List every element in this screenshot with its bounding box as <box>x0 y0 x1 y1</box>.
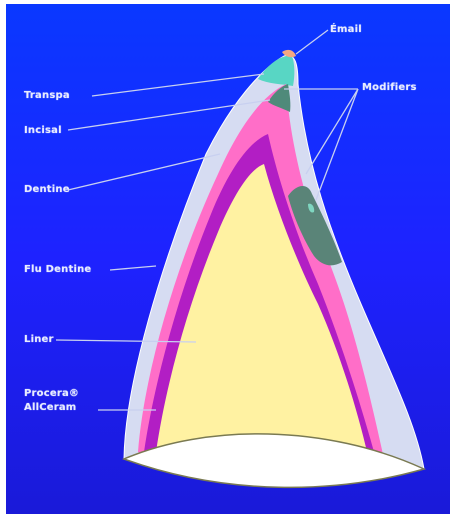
label-allceram: AllCeram <box>24 402 76 413</box>
label-flu-dentine: Flu Dentine <box>24 264 91 275</box>
tooth-illustration <box>6 4 450 514</box>
label-enamel: Émail <box>330 24 362 35</box>
leader-transpa <box>92 74 264 96</box>
leader-enamel <box>296 30 328 54</box>
label-transpa: Transpa <box>24 90 70 101</box>
label-liner: Liner <box>24 334 54 345</box>
leader-modifiers-2 <box>306 89 358 174</box>
label-incisal: Incisal <box>24 125 62 136</box>
label-dentine: Dentine <box>24 184 70 195</box>
leader-flu-dentine <box>110 266 156 270</box>
label-modifiers: Modifiers <box>362 82 417 93</box>
tooth-cross-section-diagram: Émail Transpa Incisal Dentine Modifiers … <box>6 4 450 514</box>
leader-modifiers-3 <box>316 89 358 200</box>
label-procera: Procera® <box>24 388 79 399</box>
